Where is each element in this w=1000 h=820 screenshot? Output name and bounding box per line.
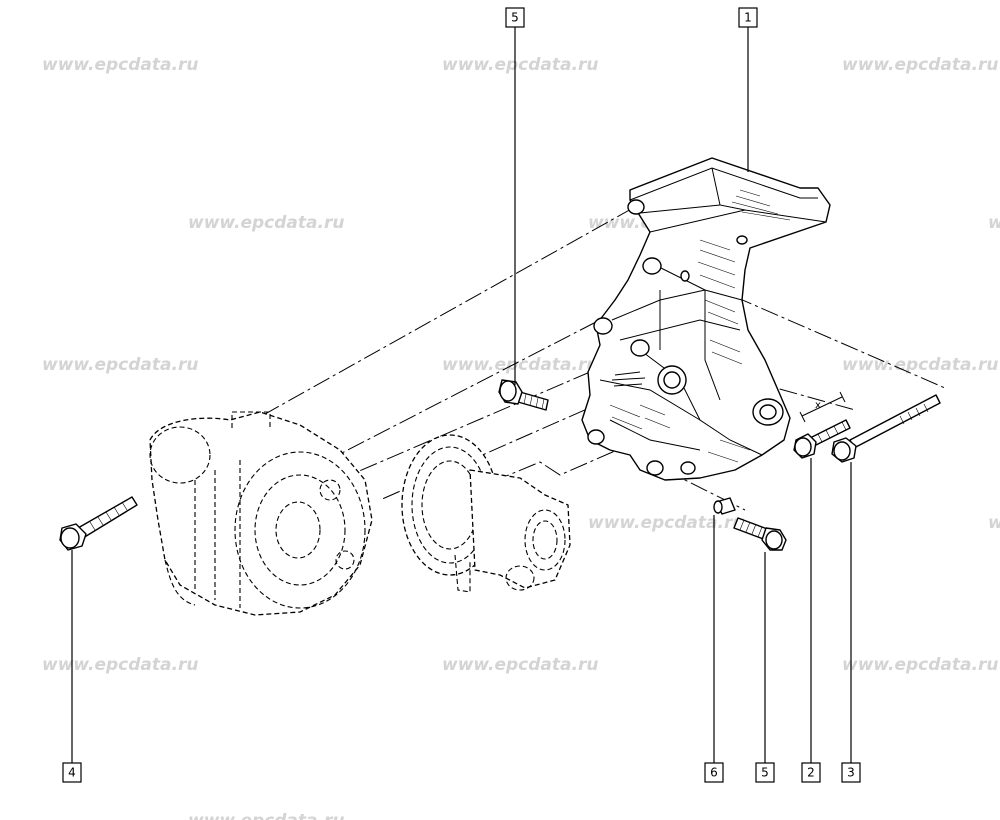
watermark: www.epcdata.ru — [42, 355, 198, 375]
watermark: www.epcdata.ru — [988, 513, 1000, 533]
callout-label: 3 — [847, 766, 855, 780]
dimension-label: x — [815, 400, 821, 411]
alternator-outline — [149, 411, 373, 616]
bolt-5-upper — [498, 379, 549, 411]
watermark: www.epcdata.ru — [42, 655, 198, 675]
callout-label: 1 — [744, 11, 752, 25]
callout-label: 5 — [761, 766, 769, 780]
callout-label: 2 — [807, 766, 815, 780]
watermark: www.epcdata.ru — [842, 355, 998, 375]
callout-4: 4 — [62, 762, 82, 783]
callout-6: 6 — [704, 762, 724, 783]
watermark: www.epcdata.ru — [442, 355, 598, 375]
watermark: www.epcdata.ru — [988, 213, 1000, 233]
bolt-5-lower — [733, 517, 787, 551]
bracket-hatching — [609, 189, 791, 463]
watermark: www.epcdata.ru — [42, 55, 198, 75]
watermark: www.epcdata.ru — [442, 55, 598, 75]
callout-5-top: 5 — [505, 7, 525, 28]
watermark: www.epcdata.ru — [188, 213, 344, 233]
bolt-4 — [59, 496, 138, 551]
callout-label: 5 — [511, 11, 519, 25]
watermark: www.epcdata.ru — [188, 811, 344, 820]
callout-label: 6 — [710, 766, 718, 780]
watermark: www.epcdata.ru — [842, 655, 998, 675]
watermark: www.epcdata.ru — [588, 513, 744, 533]
bolt-2 — [793, 419, 851, 459]
leader-lines — [71, 27, 852, 763]
callout-2: 2 — [801, 762, 821, 783]
bolt-3 — [831, 394, 941, 463]
dimension-x: x — [799, 391, 846, 423]
watermark: www.epcdata.ru — [442, 655, 598, 675]
callout-label: 4 — [68, 766, 76, 780]
callout-1: 1 — [738, 7, 758, 28]
pulley-outline — [401, 434, 571, 593]
watermark: www.epcdata.ru — [842, 55, 998, 75]
bushing-6 — [713, 497, 736, 515]
callout-5-bottom: 5 — [755, 762, 775, 783]
callout-3: 3 — [841, 762, 861, 783]
mounting-bracket — [581, 157, 831, 481]
